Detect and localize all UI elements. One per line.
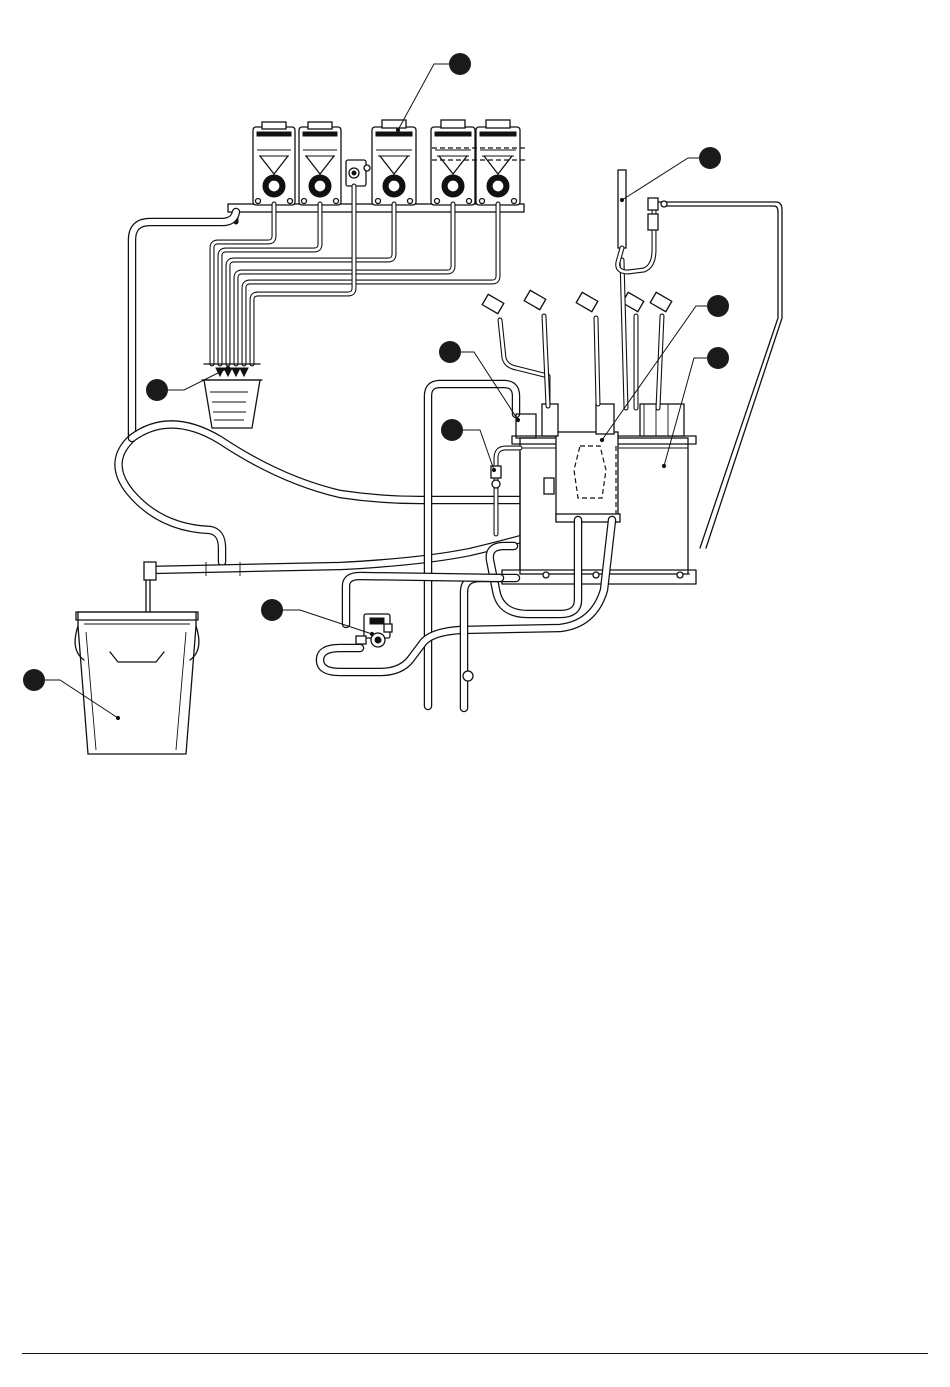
fill-valve-callout: [441, 419, 463, 441]
heater-callout: [707, 295, 729, 317]
cup-callout: [146, 379, 168, 401]
drain-valve-callout: [261, 599, 283, 621]
bucket: [75, 612, 199, 754]
sight-tube: [491, 448, 520, 534]
tank-callout: [707, 347, 729, 369]
tank-assembly: [502, 404, 696, 584]
pump-3: [372, 120, 416, 205]
sensor-callout: [439, 341, 461, 363]
pump-4: [431, 120, 475, 205]
measuring-cup: [202, 380, 262, 428]
inlet-tube-callout: [699, 147, 721, 169]
pump-1: [253, 122, 295, 205]
mini-valve: [346, 160, 370, 186]
pump-2: [299, 122, 341, 205]
pump-callout: [449, 53, 471, 75]
footer-rule: [22, 1353, 928, 1354]
bucket-callout: [23, 669, 45, 691]
